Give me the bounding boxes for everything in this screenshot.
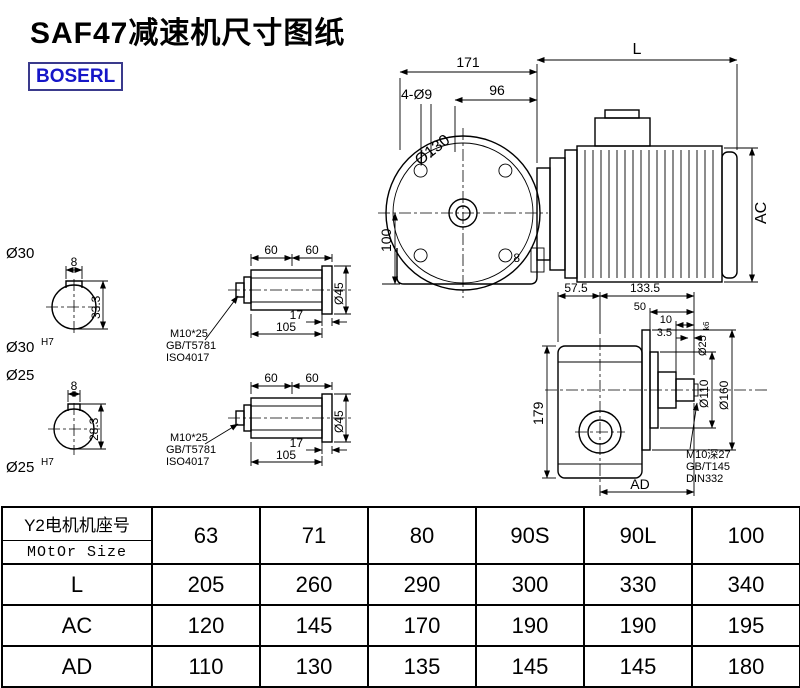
- value-cell: 145: [583, 645, 693, 688]
- table-header-row: Y2电机机座号 MOtOr Size 63 71 80 90S 90L 100: [1, 506, 800, 565]
- dim-28-3: 28.3: [87, 417, 101, 441]
- value-cell: 205: [151, 563, 261, 606]
- label-O30H7: Ø30: [6, 339, 34, 356]
- label-iso-standard: ISO4017: [166, 456, 209, 468]
- row-label-AD: AD: [1, 645, 153, 688]
- size-column-63: 63: [151, 506, 261, 565]
- size-column-90L: 90L: [583, 506, 693, 565]
- dim-keyway-8b: 8: [71, 379, 78, 393]
- shaft-detail-upper: 60 60 17 105 Ø45 M10*25 GB/T5781 ISO4017: [166, 243, 352, 364]
- dim-key-8: 8: [513, 251, 520, 265]
- row-label-AC: AC: [1, 604, 153, 647]
- table-row-AD: AD 110 130 135 145 145 180: [1, 645, 800, 688]
- row-label-L: L: [1, 563, 153, 606]
- dim-33-3: 33.3: [89, 295, 103, 319]
- value-cell: 190: [475, 604, 585, 647]
- value-cell: 135: [367, 645, 477, 688]
- dim-50: 50: [634, 301, 646, 313]
- dim-60a: 60: [264, 243, 278, 257]
- shaft-section-25: Ø25 8 28.3 Ø25 H7: [6, 367, 106, 476]
- label-din-standard: DIN332: [686, 473, 723, 485]
- label-O25H7: Ø25: [6, 459, 34, 476]
- page-title: SAF47减速机尺寸图纸: [30, 17, 346, 50]
- dim-171: 171: [456, 54, 480, 70]
- label-bolt-spec: M10*25: [170, 432, 208, 444]
- size-column-100: 100: [691, 506, 800, 565]
- value-cell: 145: [475, 645, 585, 688]
- label-iso-standard: ISO4017: [166, 352, 209, 364]
- label-O25H7-tol: H7: [41, 457, 54, 468]
- dim-O45: Ø45: [332, 410, 346, 433]
- dim-bolt-holes: 4-Ø9: [401, 86, 432, 102]
- value-cell: 260: [259, 563, 369, 606]
- motor-size-header-cell: Y2电机机座号 MOtOr Size: [1, 506, 153, 565]
- value-cell: 330: [583, 563, 693, 606]
- value-cell: 120: [151, 604, 261, 647]
- value-cell: 130: [259, 645, 369, 688]
- table-header-cn: Y2电机机座号: [3, 508, 151, 541]
- dim-O45: Ø45: [332, 282, 346, 305]
- dim-10: 10: [660, 314, 672, 326]
- dim-AD: AD: [630, 476, 649, 492]
- dimension-table: Y2电机机座号 MOtOr Size 63 71 80 90S 90L 100 …: [1, 506, 800, 688]
- brand-text: BOSERL: [36, 66, 116, 87]
- label-bolt-spec: M10*25: [170, 328, 208, 340]
- dim-3-5: 3.5: [657, 327, 672, 339]
- size-column-80: 80: [367, 506, 477, 565]
- dim-60b: 60: [305, 371, 319, 385]
- value-cell: 170: [367, 604, 477, 647]
- value-cell: 290: [367, 563, 477, 606]
- dim-O25k6-tol: k6: [702, 321, 711, 330]
- value-cell: 195: [691, 604, 800, 647]
- terminal-box: [594, 117, 651, 147]
- dim-O160: Ø160: [717, 380, 731, 410]
- dim-105: 105: [276, 448, 296, 462]
- dim-17: 17: [290, 436, 304, 450]
- label-gb-standard: GB/T145: [686, 461, 730, 473]
- table-row-L: L 205 260 290 300 330 340: [1, 563, 800, 606]
- label-tap-spec: M10深27: [686, 448, 731, 461]
- dim-AC: AC: [753, 202, 770, 224]
- dim-60a: 60: [264, 371, 278, 385]
- label-gb-standard: GB/T5781: [166, 444, 216, 456]
- value-cell: 180: [691, 645, 800, 688]
- dim-keyway-8: 8: [71, 255, 78, 269]
- value-cell: 340: [691, 563, 800, 606]
- value-cell: 110: [151, 645, 261, 688]
- label-gb-standard: GB/T5781: [166, 340, 216, 352]
- side-view: 57.5 133.5 50 10 3.5 Ø25 k6 179 Ø110 Ø: [530, 281, 768, 496]
- brand-logo: BOSERL: [28, 62, 124, 91]
- value-cell: 300: [475, 563, 585, 606]
- dim-133-5: 133.5: [630, 281, 660, 295]
- shaft-section-30: Ø30 8 33.3 Ø30 H7: [6, 245, 108, 356]
- table-header-en: MOtOr Size: [26, 544, 127, 561]
- shaft-detail-lower: 60 60 17 105 Ø45 M10*25 GB/T5781 ISO4017: [166, 371, 352, 468]
- dim-105: 105: [276, 320, 296, 334]
- value-cell: 145: [259, 604, 369, 647]
- dim-179: 179: [530, 401, 546, 425]
- dim-96: 96: [489, 82, 505, 98]
- dim-L: L: [633, 41, 642, 58]
- dim-57-5: 57.5: [564, 281, 588, 295]
- label-O30H7-tol: H7: [41, 337, 54, 348]
- dim-O25k6: Ø25: [697, 335, 709, 356]
- size-column-90S: 90S: [475, 506, 585, 565]
- label-O30: Ø30: [6, 245, 34, 262]
- table-row-AC: AC 120 145 170 190 190 195: [1, 604, 800, 647]
- front-view: 171 L 96 4-Ø9 Ø130: [378, 41, 770, 298]
- label-O25: Ø25: [6, 367, 34, 384]
- dim-100: 100: [378, 228, 394, 252]
- motor-body: [576, 145, 723, 283]
- dim-60b: 60: [305, 243, 319, 257]
- technical-drawing: 171 L 96 4-Ø9 Ø130: [6, 41, 770, 496]
- dim-17: 17: [290, 308, 304, 322]
- dim-O110: Ø110: [697, 379, 711, 408]
- value-cell: 190: [583, 604, 693, 647]
- size-column-71: 71: [259, 506, 369, 565]
